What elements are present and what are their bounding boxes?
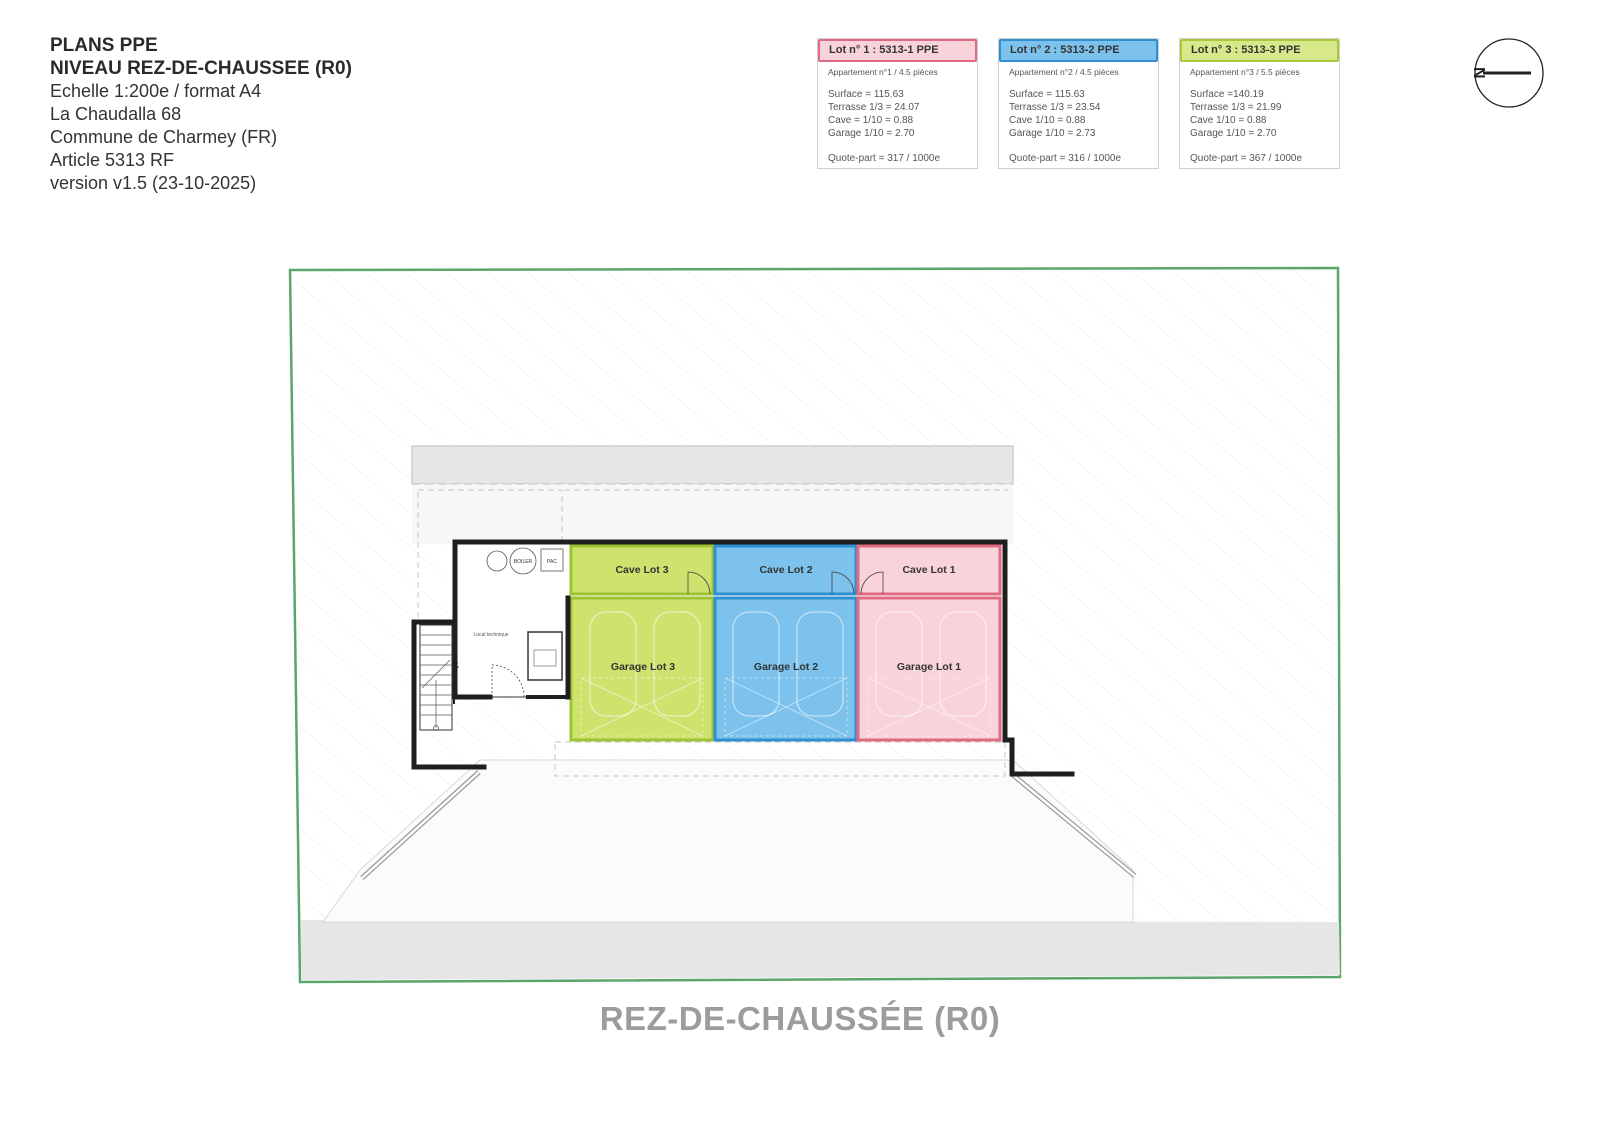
cave-lot-1-label: Cave Lot 1 bbox=[902, 564, 956, 576]
garage-door-swing bbox=[580, 677, 991, 737]
level-title: NIVEAU REZ-DE-CHAUSSEE (R0) bbox=[50, 58, 352, 79]
scale-text: Echelle 1:200e / format A4 bbox=[50, 81, 262, 101]
lot-1-quote: Quote-part = 317 / 1000e bbox=[828, 153, 941, 164]
level-heading: REZ-DE-CHAUSSÉE (R0) bbox=[599, 1000, 1001, 1037]
lot-card-1: Lot n° 1 : 5313-1 PPE Appartement n°1 / … bbox=[817, 38, 978, 169]
north-label: N bbox=[1474, 67, 1487, 79]
lot-2-surface: Surface = 115.63 bbox=[1009, 89, 1085, 100]
garage-lot-3 bbox=[569, 596, 715, 742]
lot-3-header: Lot n° 3 : 5313-3 PPE bbox=[1180, 39, 1339, 62]
garage-lot-3-label: Garage Lot 3 bbox=[610, 661, 676, 673]
lot-card-2: Lot n° 2 : 5313-2 PPE Appartement n°2 / … bbox=[998, 38, 1159, 169]
lot-1-body: Appartement n°1 / 4.5 pièces Surface = 1… bbox=[818, 62, 977, 165]
lot-1-garage: Garage 1/10 = 2.70 bbox=[828, 128, 915, 139]
plan-title: PLANS PPE bbox=[50, 35, 158, 56]
boiler-icon bbox=[509, 547, 537, 575]
lot-3-cave: Cave 1/10 = 0.88 bbox=[1190, 115, 1267, 126]
garage-lot-2 bbox=[713, 596, 858, 742]
local-technique-label: Local technique bbox=[473, 632, 508, 638]
cave-lot-3 bbox=[569, 544, 715, 596]
road-strip bbox=[301, 920, 1340, 980]
article-text: Article 5313 RF bbox=[50, 150, 175, 170]
north-arrow-icon: N bbox=[1474, 38, 1544, 108]
cave-lot-2-label: Cave Lot 2 bbox=[759, 564, 813, 576]
commune-text: Commune de Charmey (FR) bbox=[50, 127, 278, 147]
pac-label: PAC bbox=[547, 559, 557, 565]
boiler-label: BOILER bbox=[514, 559, 533, 565]
lot-2-cave: Cave 1/10 = 0.88 bbox=[1009, 115, 1086, 126]
garage-lot-1-label: Garage Lot 1 bbox=[896, 661, 962, 673]
cave-lot-1 bbox=[856, 544, 1002, 596]
garage-lot-2-label: Garage Lot 2 bbox=[753, 661, 819, 673]
lot-card-3: Lot n° 3 : 5313-3 PPE Appartement n°3 / … bbox=[1179, 38, 1340, 169]
lot-3-apartment: Appartement n°3 / 5.5 pièces bbox=[1190, 67, 1300, 77]
lot-3-garage: Garage 1/10 = 2.70 bbox=[1190, 128, 1277, 139]
lot-3-surface: Surface =140.19 bbox=[1190, 89, 1264, 100]
tank-icon bbox=[486, 550, 508, 572]
lot-2-apartment: Appartement n°2 / 4.5 pièces bbox=[1009, 67, 1119, 77]
lot-3-terrasse: Terrasse 1/3 = 21.99 bbox=[1190, 102, 1282, 113]
car-icon bbox=[589, 611, 987, 717]
lot-3-body: Appartement n°3 / 5.5 pièces Surface =14… bbox=[1180, 62, 1339, 165]
cave-lot-3-label: Cave Lot 3 bbox=[615, 564, 669, 576]
building-walls bbox=[411, 539, 1075, 777]
lot-1-header: Lot n° 1 : 5313-1 PPE bbox=[818, 39, 977, 62]
address-text: La Chaudalla 68 bbox=[50, 104, 182, 124]
staircase bbox=[419, 624, 453, 731]
lot-2-body: Appartement n°2 / 4.5 pièces Surface = 1… bbox=[999, 62, 1158, 165]
lot-2-terrasse: Terrasse 1/3 = 23.54 bbox=[1009, 102, 1101, 113]
lot-3-quote: Quote-part = 367 / 1000e bbox=[1190, 153, 1303, 164]
roof-overhang bbox=[411, 445, 1014, 485]
lot-1-apartment: Appartement n°1 / 4.5 pièces bbox=[828, 67, 938, 77]
lot-2-header: Lot n° 2 : 5313-2 PPE bbox=[999, 39, 1158, 62]
lot-2-quote: Quote-part = 316 / 1000e bbox=[1009, 153, 1122, 164]
tech-door-arc bbox=[491, 664, 525, 698]
garage-lot-1 bbox=[856, 596, 1002, 742]
version-text: version v1.5 (23-10-2025) bbox=[50, 173, 257, 193]
cave-lot-2 bbox=[713, 544, 858, 596]
lot-1-surface: Surface = 115.63 bbox=[828, 89, 904, 100]
title-block: PLANS PPE NIVEAU REZ-DE-CHAUSSEE (R0) Ec… bbox=[50, 34, 352, 195]
lot-2-garage: Garage 1/10 = 2.73 bbox=[1009, 128, 1096, 139]
pac-icon bbox=[540, 548, 564, 572]
lot-1-terrasse: Terrasse 1/3 = 24.07 bbox=[828, 102, 920, 113]
lot-1-cave: Cave = 1/10 = 0.88 bbox=[828, 115, 914, 126]
